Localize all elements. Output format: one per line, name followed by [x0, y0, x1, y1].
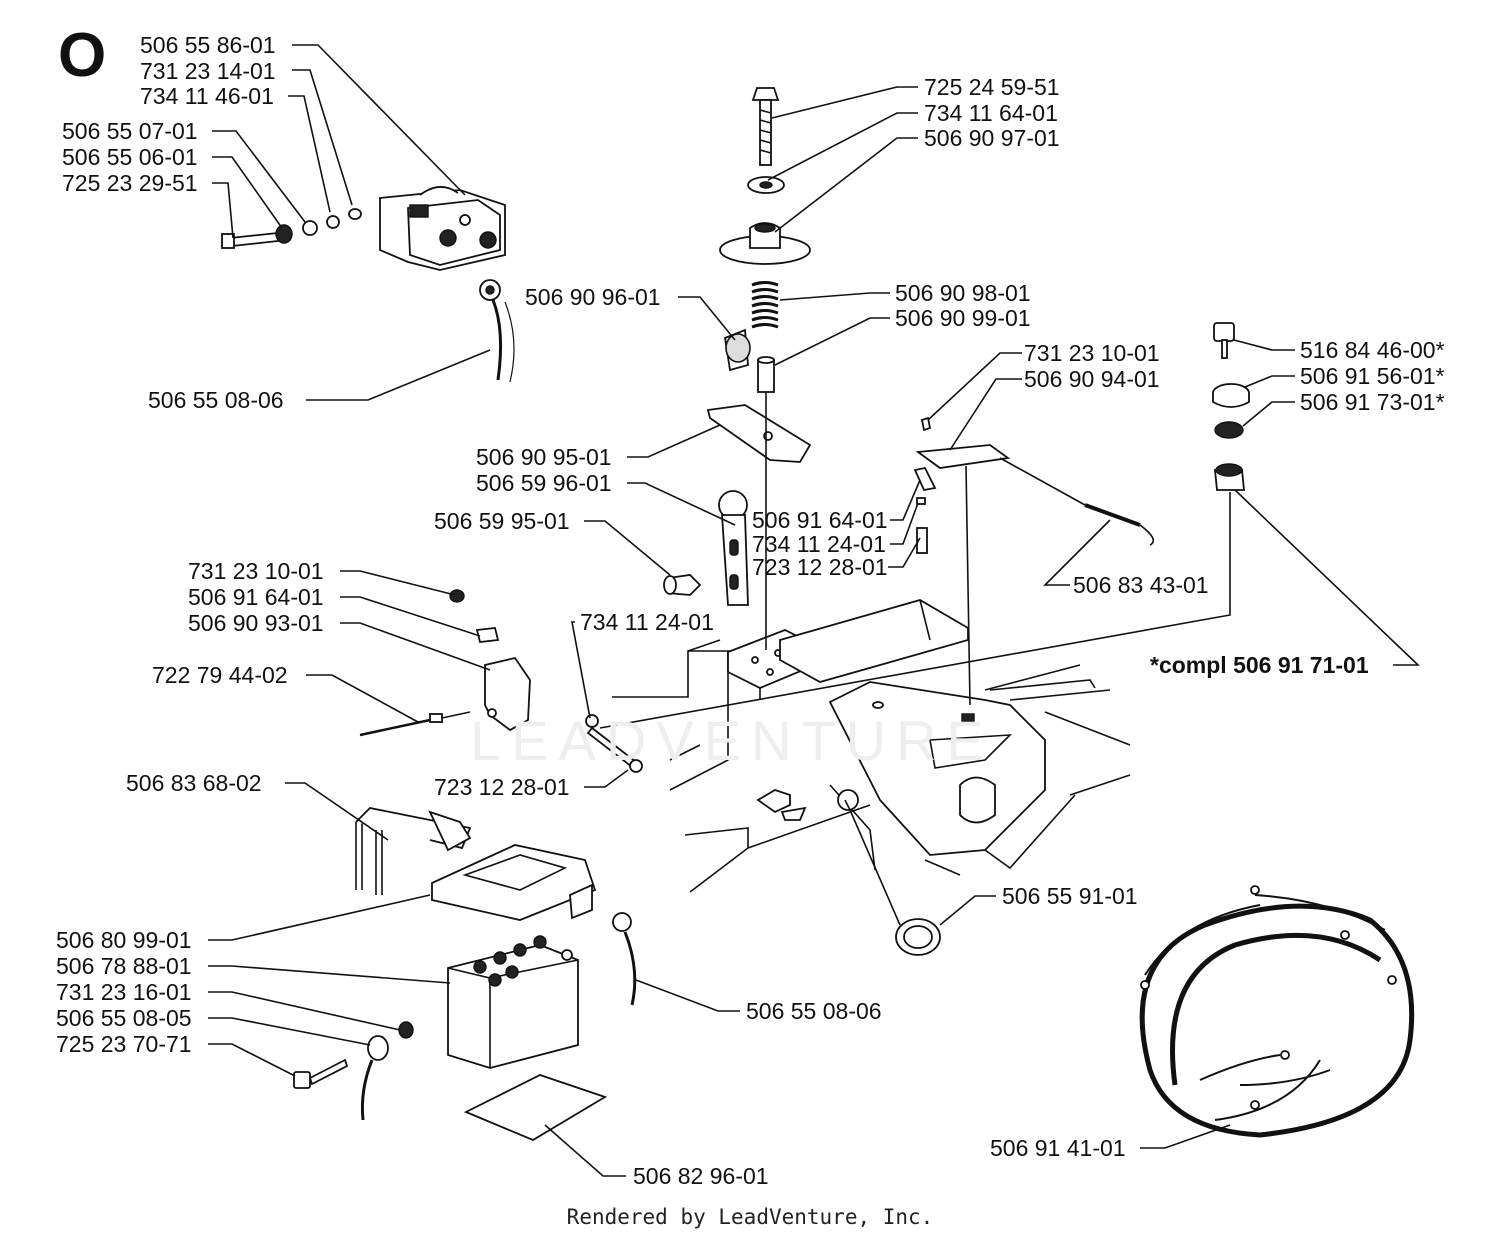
part-label: 506 90 99-01 [895, 305, 1031, 331]
part-label: 506 55 08-06 [148, 387, 284, 413]
solenoid-assembly [221, 186, 515, 383]
render-credit: Rendered by LeadVenture, Inc. [566, 1205, 934, 1229]
part-label: 506 55 08-05 [56, 1005, 192, 1031]
part-label: 734 11 64-01 [924, 100, 1058, 126]
part-label: 506 78 88-01 [56, 953, 192, 979]
ignition-switch [1212, 322, 1250, 491]
rubber-boot [895, 918, 941, 956]
battery-group [293, 807, 637, 1142]
part-label: 725 24 59-51 [924, 74, 1060, 100]
part-label: 506 59 96-01 [476, 470, 612, 496]
part-label: 506 55 91-01 [1002, 883, 1138, 909]
part-label: 506 90 96-01 [525, 284, 661, 310]
part-label: 506 90 97-01 [924, 125, 1060, 151]
part-label: 506 55 06-01 [62, 144, 198, 170]
part-label: 516 84 46-00* [1300, 337, 1445, 363]
leader-lines [208, 44, 1420, 1177]
wiring-harness [1139, 885, 1415, 1138]
part-label: 506 90 98-01 [895, 280, 1031, 306]
part-label: 506 82 96-01 [633, 1163, 769, 1189]
part-labels: 506 55 86-01 731 23 14-01 734 11 46-01 5… [56, 32, 1445, 1189]
part-label: 731 23 16-01 [56, 979, 192, 1005]
part-label: 734 11 46-01 [140, 83, 274, 109]
part-label: 506 80 99-01 [56, 927, 192, 953]
part-label: 506 91 64-01 [188, 584, 324, 610]
part-label: 506 55 07-01 [62, 118, 198, 144]
part-label: 722 79 44-02 [152, 662, 288, 688]
part-label: 506 55 08-06 [746, 998, 882, 1024]
part-label: 506 59 95-01 [434, 508, 570, 534]
part-label: 731 23 10-01 [188, 558, 324, 584]
section-letter: O [58, 21, 107, 90]
part-label: *compl 506 91 71-01 [1150, 652, 1369, 678]
part-label: 506 90 95-01 [476, 444, 612, 470]
part-label: 723 12 28-01 [752, 554, 888, 580]
center-stack [663, 87, 812, 606]
chassis-frame [612, 599, 1131, 893]
part-label: 506 91 56-01* [1300, 363, 1445, 389]
part-label: 734 11 24-01 [580, 609, 714, 635]
part-label: 506 90 94-01 [1024, 366, 1160, 392]
part-label: 723 12 28-01 [434, 774, 570, 800]
part-label: 725 23 29-51 [62, 170, 198, 196]
part-label: 506 55 86-01 [140, 32, 276, 58]
part-label: 734 11 24-01 [752, 531, 886, 557]
right-plate-spring [913, 416, 1155, 554]
part-label: 506 91 64-01 [752, 507, 888, 533]
watermark: LEADVENTURE [470, 709, 994, 772]
part-label: 506 83 68-02 [126, 770, 262, 796]
part-label: 731 23 14-01 [140, 58, 276, 84]
part-label: 506 83 43-01 [1073, 572, 1209, 598]
left-switch-bracket [359, 589, 643, 773]
part-label: 725 23 70-71 [56, 1031, 192, 1057]
part-label: 731 23 10-01 [1024, 340, 1160, 366]
part-label: 506 90 93-01 [188, 610, 324, 636]
part-label: 506 91 73-01* [1300, 389, 1445, 415]
part-label: 506 91 41-01 [990, 1135, 1126, 1161]
